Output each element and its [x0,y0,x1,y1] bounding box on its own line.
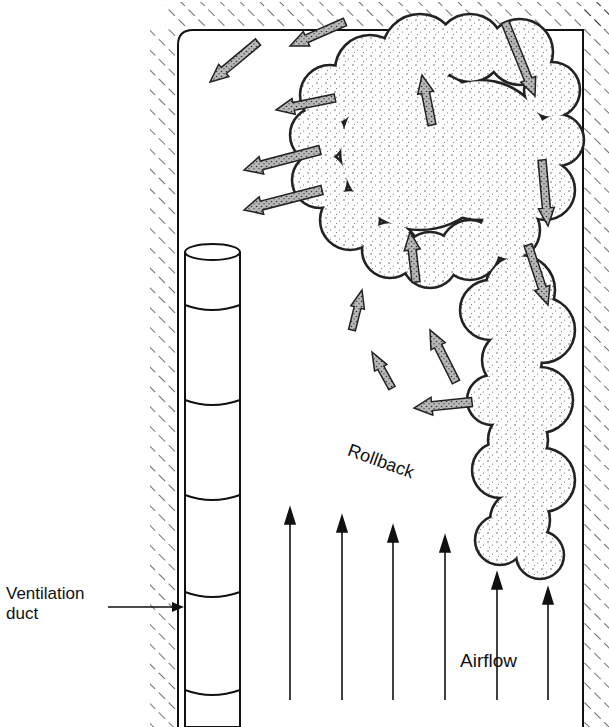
smoke-flow-arrow [276,94,336,114]
airflow-arrow [285,508,553,700]
smoke-flow-arrow [372,352,395,390]
ventilation-duct [185,244,240,727]
smoke-flow-arrow [404,232,420,283]
label-text: Ventilation duct [6,584,104,625]
cloud-puff [517,532,562,577]
smoke-flow-arrow [538,160,554,226]
cloud-puff [468,376,515,423]
smoke-flow-arrow [244,146,321,175]
smoke-flow-arrow [290,18,347,46]
cloud-puff [461,281,518,338]
cloud-puff [476,516,523,563]
label-text: Airflow [460,650,517,673]
smoke-flow-arrow [210,39,261,82]
smoke-flow-arrow [524,244,550,305]
smoke-flow-arrow [210,18,554,415]
smoke-flow-arrow [418,75,436,126]
smoke-flow-arrow [244,186,323,215]
cloud-puff [473,443,526,496]
smoke-flow-arrow [430,330,460,384]
smoke-flow-arrow [414,397,473,415]
smoke-flow-arrow [501,21,535,97]
smoke-flow-arrow [349,290,365,331]
leader-line [108,602,184,612]
rock-wall [150,2,609,727]
